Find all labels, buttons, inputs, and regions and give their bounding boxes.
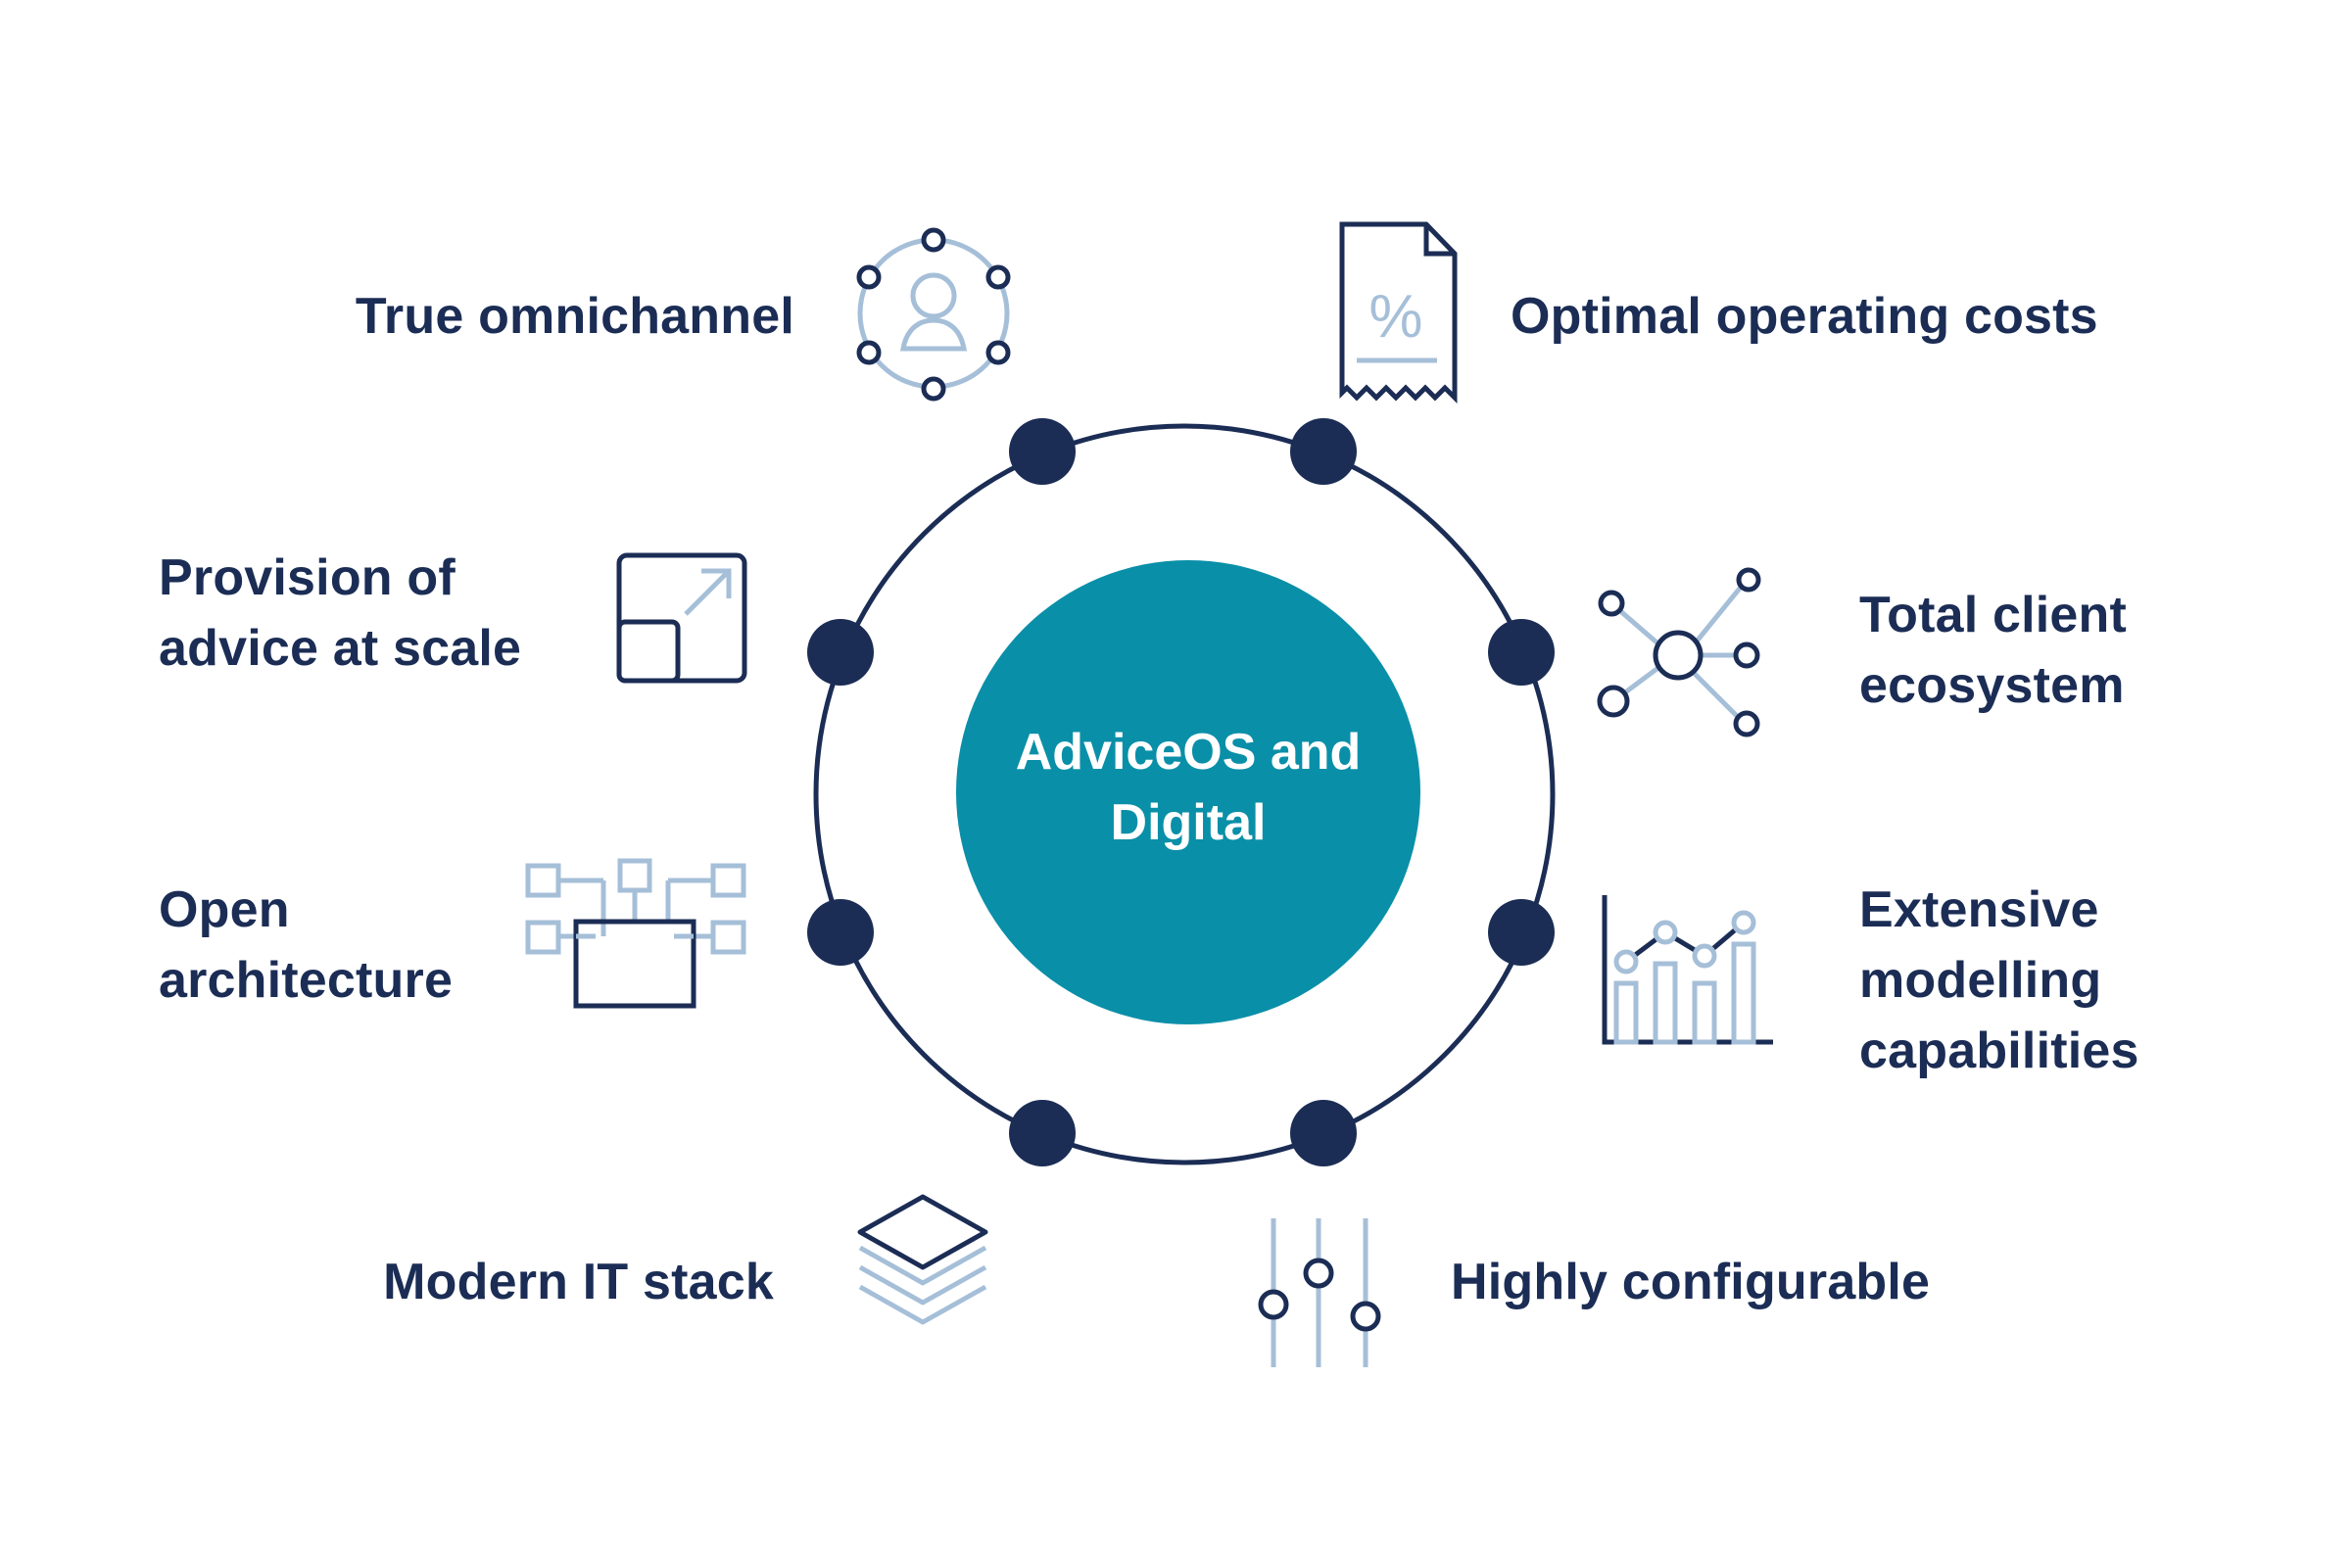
percent-receipt-icon: % [1339, 221, 1458, 404]
label-optimal-operating-costs: Optimal operating costs [1511, 288, 2098, 345]
bar-line-chart-icon [1602, 895, 1773, 1045]
ring-dot-top-left [1009, 418, 1076, 485]
label-highly-configurable: Highly configurable [1451, 1254, 1931, 1310]
hub-title: AdviceOS and Digital [956, 717, 1420, 858]
ring-dot-upper-right [1488, 619, 1555, 686]
user-network-icon [856, 227, 1011, 402]
network-nodes-icon [1597, 567, 1761, 737]
ring-dot-upper-left [807, 619, 874, 686]
label-provision-of-advice: Provision of advice at scale [159, 549, 522, 677]
svg-text:%: % [1368, 283, 1422, 351]
label-modern-it-stack: Modern IT stack [383, 1254, 774, 1310]
ring-dot-bottom-right [1290, 1100, 1357, 1166]
ring-dot-lower-left [807, 899, 874, 966]
label-total-client-ecosystem: Total client ecosystem [1859, 587, 2128, 714]
outer-ring [813, 423, 1556, 1165]
ring-dot-lower-right [1488, 899, 1555, 966]
scale-up-icon [616, 552, 747, 684]
ring-dot-top-right [1290, 418, 1357, 485]
sliders-icon [1258, 1218, 1381, 1367]
layers-stack-icon [857, 1194, 988, 1325]
architecture-blocks-icon [525, 858, 746, 1009]
ring-dot-bottom-left [1009, 1100, 1076, 1166]
hub-title-line-1: AdviceOS and [1015, 724, 1362, 781]
label-extensive-modelling: Extensive modelling capabilities [1859, 881, 2139, 1079]
label-true-omnichannel: True omnichannel [355, 288, 794, 345]
hub-title-line-2: Digital [1110, 794, 1267, 851]
label-open-architecture: Open architecture [159, 881, 454, 1009]
hub-circle [956, 560, 1420, 1024]
